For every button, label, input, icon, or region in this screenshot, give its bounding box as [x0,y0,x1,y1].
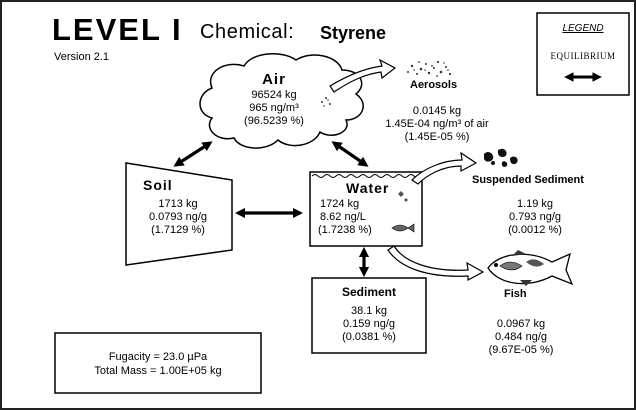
water-box [309,171,423,247]
air-mass: 96524 kg [251,89,297,101]
legend-title: LEGEND [562,23,604,34]
aerosols-concentration: 1.45E-04 ng/m³ of air [385,118,489,130]
sediment-percent: (0.0381 %) [342,331,396,343]
air-concentration: 965 ng/m³ [249,102,299,114]
aerosols-percent: (1.45E-05 %) [404,131,470,143]
suspended-sediment-icon [484,148,518,167]
fish-concentration: 0.484 ng/g [495,331,547,343]
sediment-concentration: 0.159 ng/g [343,318,395,330]
fish-percent: (9.67E-05 %) [488,344,554,356]
soil-percent: (1.7129 %) [151,224,205,236]
water-particles-icon [398,191,408,202]
water-percent: (1.7238 %) [318,224,372,236]
suspended-sediment-concentration: 0.793 ng/g [509,211,561,223]
chemical-name: Styrene [320,23,387,43]
suspended-sediment-mass: 1.19 kg [516,198,554,210]
soil-title: Soil [143,177,173,193]
chemical-label: Chemical: [200,21,295,43]
soil-box [125,162,233,266]
air-cloud [199,53,364,149]
total-mass-value: Total Mass = 1.00E+05 kg [94,365,222,377]
air-title: Air [262,71,286,88]
sediment-mass: 38.1 kg [350,305,388,317]
fugacity-value: Fugacity = 23.0 µPa [108,351,208,363]
soil-concentration: 0.0793 ng/g [148,211,208,223]
sediment-title: Sediment [341,285,396,299]
arrow-air-to-aerosols [329,58,397,93]
soil-mass: 1713 kg [158,198,198,210]
aerosols-mass: 0.0145 kg [412,105,462,117]
water-surface-waves [311,174,421,178]
suspended-sediment-title: Suspended Sediment [472,174,584,186]
sediment-box [311,277,427,354]
water-concentration: 8.62 ng/L [320,211,366,223]
fish-title: Fish [504,288,527,300]
legend-equilibrium-label: EQUILIBRIUM [550,51,616,61]
water-title: Water [346,180,390,196]
arrow-water-to-fish [387,245,485,281]
water-mass: 1724 kg [320,198,360,210]
arrow-air-water [331,141,369,167]
level-title: LEVEL I [52,12,183,47]
fish-icon [487,250,574,286]
aerosols-title: Aerosols [410,79,458,91]
suspended-sediment-percent: (0.0012 %) [508,224,562,236]
air-percent: (96.5239 %) [244,115,304,127]
version-label: Version 2.1 [54,51,110,63]
summary-box [54,332,262,394]
water-fish-icon [391,223,415,233]
aerosols-particles-icon [321,60,452,107]
arrow-water-to-suspended [411,151,478,185]
fish-mass: 0.0967 kg [496,318,546,330]
arrow-air-soil [173,141,213,167]
